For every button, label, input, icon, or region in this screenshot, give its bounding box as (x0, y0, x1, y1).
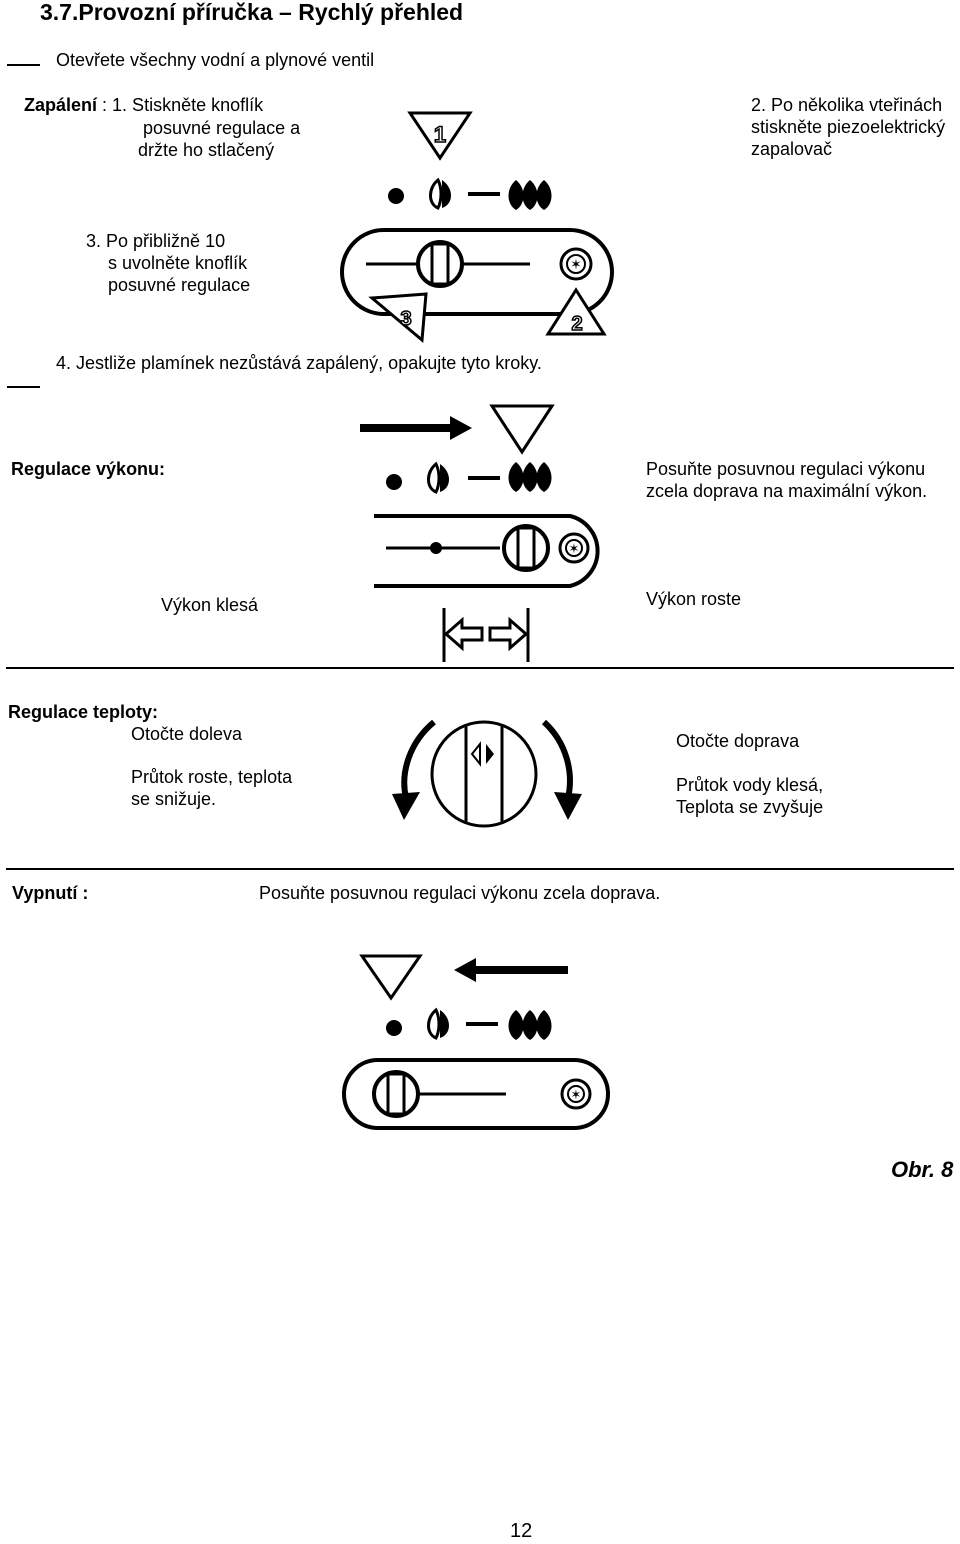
triangle-icon (407, 111, 473, 161)
ignition-label-line: Zapálení : 1. Stiskněte knoflík (24, 94, 263, 116)
rotate-left-arrow-icon (392, 719, 436, 820)
ignition-step2-line1: 2. Po několika vteřinách (751, 95, 943, 115)
triangle-icon (545, 287, 607, 336)
ignition-step2-line2: stiskněte piezoelektrický (751, 117, 946, 137)
pilot-dot-icon (386, 474, 402, 490)
control-panel (340, 228, 614, 316)
ignition-step1-line1: 1. Stiskněte knoflík (112, 95, 264, 115)
power-instruction-line2: zcela doprava na maximální výkon. (646, 481, 928, 501)
slider-knob-icon (372, 1070, 420, 1118)
rotate-right-arrow-icon (541, 719, 582, 820)
shutdown-label: Vypnutí : (12, 883, 89, 903)
intro-text: Otevřete všechny vodní a plynové ventil (56, 50, 375, 70)
triangle-icon (359, 954, 423, 1001)
small-flame-icon (427, 1007, 449, 1040)
power-increase: Výkon roste (646, 589, 742, 609)
temperature-right-desc-line2: Teplota se zvyšuje (676, 797, 824, 817)
ignition-step1-line2: posuvné regulace a (143, 118, 301, 138)
temperature-right-title: Otočte doprava (676, 731, 800, 751)
svg-text:✶: ✶ (569, 542, 580, 557)
section-divider (6, 868, 954, 870)
slider-knob-icon (502, 524, 550, 572)
svg-text:✶: ✶ (570, 257, 582, 273)
large-flame-icon (508, 1010, 552, 1040)
section-divider (6, 667, 954, 669)
triangle-icon (489, 404, 555, 455)
power-decrease: Výkon klesá (161, 595, 259, 615)
temperature-left-desc-line1: Průtok roste, teplota (131, 767, 293, 787)
power-figure: ✶ (360, 404, 600, 662)
pilot-dot-icon (388, 188, 404, 204)
ignition-label: Zapálení (24, 95, 98, 115)
ignition-step3-line2: s uvolněte knoflík (108, 253, 248, 273)
large-flame-icon (508, 462, 552, 492)
ignition-step3-line1: 3. Po přibližně 10 (86, 231, 226, 251)
power-instruction-line1: Posuňte posuvnou regulaci výkonu (646, 459, 926, 479)
temperature-right-desc-line1: Průtok vody klesá, (676, 775, 824, 795)
shutdown-figure: ✶ (342, 954, 610, 1130)
range-arrows-icon (442, 608, 530, 662)
badge-2: 2 (571, 313, 582, 335)
power-label: Regulace výkonu: (11, 459, 166, 479)
control-panel (374, 514, 600, 588)
temperature-left-desc-line2: se snižuje. (131, 789, 217, 809)
slider-knob-icon (416, 240, 464, 288)
control-panel (342, 1058, 610, 1130)
badge-1: 1 (434, 122, 446, 147)
intro-rule (7, 64, 40, 66)
range-dash (466, 1022, 498, 1026)
svg-text:✶: ✶ (571, 1088, 582, 1103)
small-flame-icon (427, 461, 449, 494)
ignition-label-separator: : (97, 95, 113, 115)
badge-3: 3 (400, 308, 411, 330)
range-dash (468, 476, 500, 480)
ignition-step3-line3: posuvné regulace (108, 275, 251, 295)
arrow-right-icon (360, 416, 472, 440)
ignition-step2-line3: zapalovač (751, 139, 833, 159)
large-flame-icon (508, 180, 552, 210)
range-dash (468, 192, 500, 196)
piezo-igniter-icon: ✶ (558, 532, 590, 564)
ignition-step4: 4. Jestliže plamínek nezůstává zapálený,… (56, 353, 542, 373)
piezo-igniter-icon: ✶ (559, 247, 593, 281)
step4-rule (7, 386, 40, 388)
ignition-figure: 1 ✶ 3 2 (340, 111, 614, 344)
shutdown-instruction: Posuňte posuvnou regulaci výkonu zcela d… (259, 883, 661, 903)
rotary-knob-icon (430, 720, 538, 828)
triangle-icon (368, 292, 428, 344)
temperature-label: Regulace teploty: (8, 702, 159, 722)
piezo-igniter-icon: ✶ (560, 1078, 592, 1110)
small-flame-icon (429, 177, 451, 210)
page-title: 3.7.Provozní příručka – Rychlý přehled (40, 0, 464, 25)
page-number: 12 (510, 1520, 533, 1542)
arrow-left-icon (454, 958, 568, 982)
ignition-step1-line3: držte ho stlačený (138, 140, 275, 160)
figure-label: Obr. 8 (891, 1157, 954, 1182)
temperature-figure (392, 719, 582, 828)
pilot-dot-icon (386, 1020, 402, 1036)
temperature-left-title: Otočte doleva (131, 724, 243, 744)
